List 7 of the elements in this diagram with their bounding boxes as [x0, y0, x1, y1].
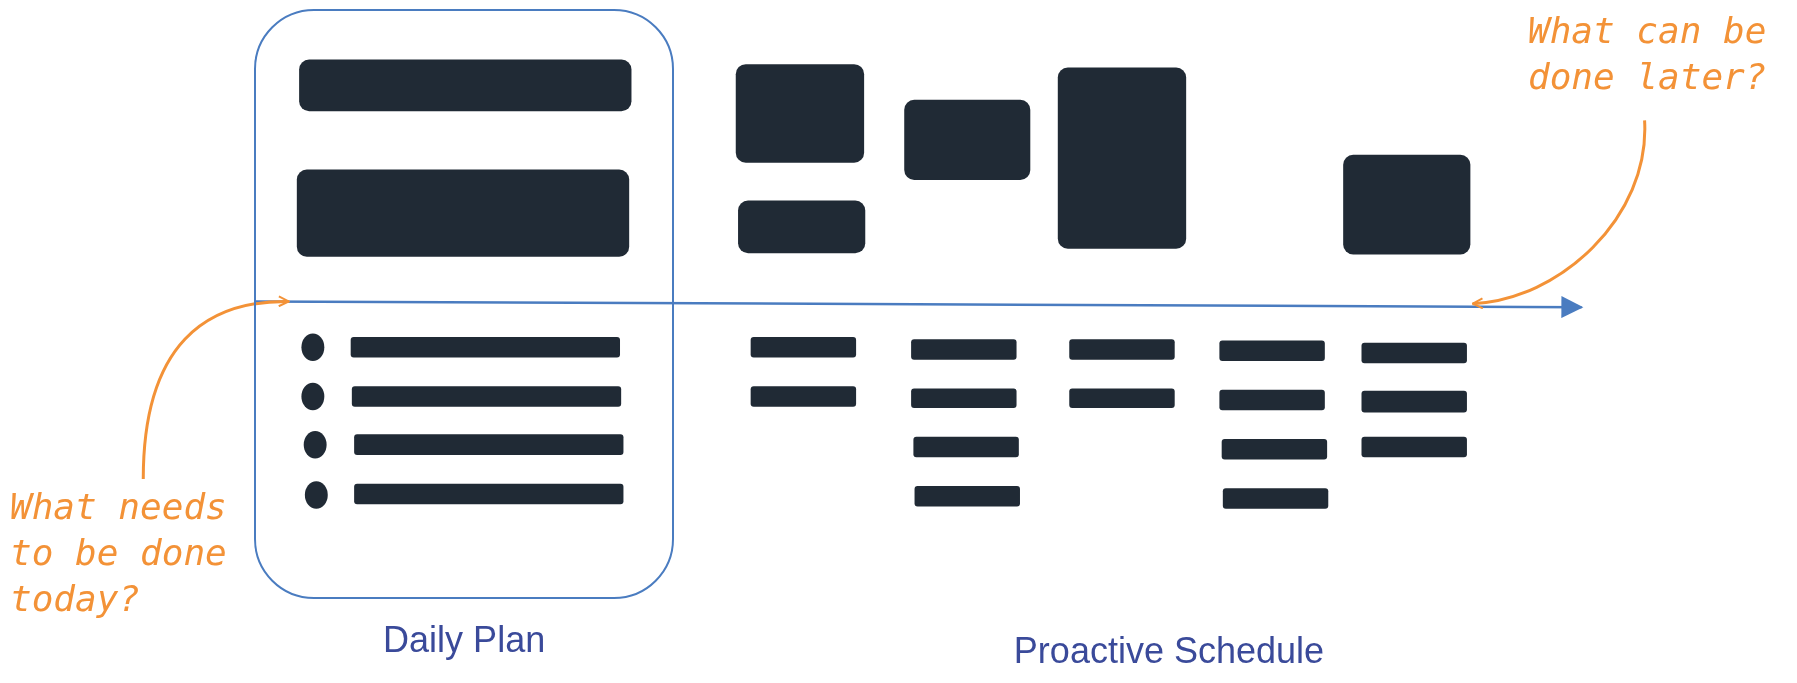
- handwritten-question: What can be done later?: [1528, 8, 1790, 108]
- group-heading: Daily Plan: [383, 619, 546, 662]
- group-heading: Proactive Schedule: [1013, 630, 1325, 672]
- leader-arrow: [1471, 120, 1647, 309]
- handwritten-question: What needs to be done today?: [10, 484, 260, 629]
- leader-arrow: [141, 295, 290, 480]
- timeline-arrow: [254, 296, 1584, 319]
